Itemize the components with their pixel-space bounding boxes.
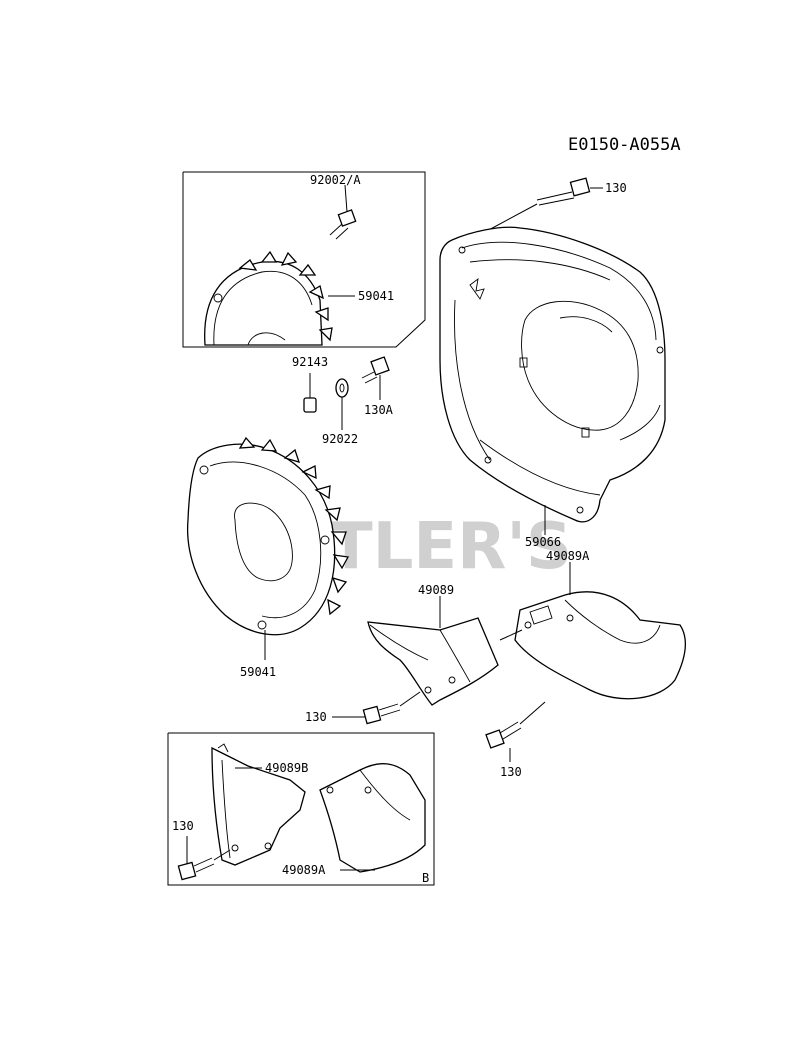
label-49089: 49089: [418, 583, 454, 597]
inset-cover-49089b: [211, 743, 306, 866]
label-59041-inset: 59041: [358, 289, 394, 303]
label-92022: 92022: [322, 432, 358, 446]
label-59066: 59066: [525, 535, 561, 549]
label-130-inset: 130: [172, 819, 194, 833]
inset-box-bottom: [167, 732, 435, 886]
inset-box-top: [182, 171, 426, 348]
label-59041-main: 59041: [240, 665, 276, 679]
nut-92143: [303, 373, 317, 413]
label-130-left: 130: [305, 710, 327, 724]
inset-bolt: [329, 184, 357, 240]
cover-49089: [367, 617, 499, 706]
label-130-top: 130: [605, 181, 627, 195]
cover-49089a: [514, 591, 687, 700]
label-92143: 92143: [292, 355, 328, 369]
label-49089b: 49089B: [265, 761, 308, 775]
label-92002a: 92002/A: [310, 173, 361, 187]
label-130-bottom: 130: [500, 765, 522, 779]
main-fan: [186, 436, 350, 636]
fan-shroud: [439, 226, 666, 523]
label-49089a: 49089A: [546, 549, 590, 563]
inset-marker-b: B: [422, 871, 429, 885]
inset-bolt-130: [177, 836, 231, 881]
inset-cover-49089a: [319, 763, 426, 873]
inset-fan: [204, 250, 333, 346]
label-130a: 130A: [364, 403, 394, 417]
bolt-130-left: [332, 691, 421, 725]
bolt-130-bottom: [485, 701, 546, 762]
diagram-code: E0150-A055A: [568, 135, 681, 155]
bolt-130a: [361, 356, 390, 400]
washer-92022: [335, 378, 349, 430]
label-49089a-inset: 49089A: [282, 863, 326, 877]
